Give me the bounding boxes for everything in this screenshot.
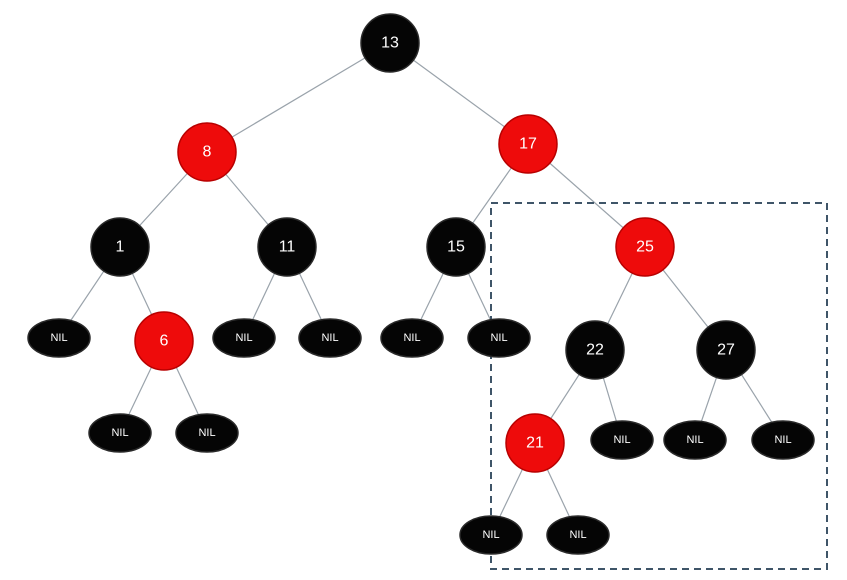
tree-edges — [58, 42, 784, 536]
tree-edge — [206, 42, 391, 153]
tree-node-22: 22 — [565, 320, 625, 380]
node-circle — [360, 13, 420, 73]
node-circle — [505, 413, 565, 473]
node-circle — [90, 217, 150, 277]
tree-node-25: 25 — [615, 217, 675, 277]
nil-leaf-node: NIL — [27, 318, 91, 358]
nil-leaf-node: NIL — [298, 318, 362, 358]
nil-node-shape — [380, 318, 444, 358]
node-value-label: 25 — [636, 239, 654, 256]
node-circle — [615, 217, 675, 277]
tree-node-8: 8 — [177, 122, 237, 182]
node-value-label: 22 — [586, 342, 604, 359]
nil-label: NIL — [198, 427, 215, 439]
tree-node-21: 21 — [505, 413, 565, 473]
nil-leaf-node: NIL — [175, 413, 239, 453]
tree-node-13: 13 — [360, 13, 420, 73]
nil-label: NIL — [111, 427, 128, 439]
tree-node-6: 6 — [134, 311, 194, 371]
nil-node-shape — [88, 413, 152, 453]
nil-label: NIL — [403, 332, 420, 344]
nil-node-shape — [27, 318, 91, 358]
nil-label: NIL — [235, 332, 252, 344]
nil-label: NIL — [613, 434, 630, 446]
nil-label: NIL — [569, 529, 586, 541]
nil-leaf-node: NIL — [751, 420, 815, 460]
node-value-label: 11 — [279, 239, 296, 256]
node-circle — [177, 122, 237, 182]
nil-label: NIL — [321, 332, 338, 344]
nil-label: NIL — [686, 434, 703, 446]
node-value-label: 1 — [116, 239, 125, 256]
nil-node-shape — [298, 318, 362, 358]
node-value-label: 13 — [381, 35, 399, 52]
nil-label: NIL — [482, 529, 499, 541]
nil-leaf-node: NIL — [380, 318, 444, 358]
nil-label: NIL — [50, 332, 67, 344]
nil-node-shape — [212, 318, 276, 358]
nil-label: NIL — [774, 434, 791, 446]
node-circle — [257, 217, 317, 277]
nil-node-shape — [459, 515, 523, 555]
tree-node-27: 27 — [696, 320, 756, 380]
node-circle — [696, 320, 756, 380]
node-circle — [565, 320, 625, 380]
nil-leaf-node: NIL — [212, 318, 276, 358]
tree-node-1: 1 — [90, 217, 150, 277]
nil-leaf-node: NIL — [467, 318, 531, 358]
node-value-label: 17 — [519, 136, 537, 153]
nil-leaf-node: NIL — [590, 420, 654, 460]
node-value-label: 15 — [447, 239, 465, 256]
nil-leaf-node: NIL — [546, 515, 610, 555]
nil-leaf-node: NIL — [459, 515, 523, 555]
tree-node-17: 17 — [498, 114, 558, 174]
nil-leaf-node: NIL — [88, 413, 152, 453]
nil-node-shape — [175, 413, 239, 453]
nil-node-shape — [546, 515, 610, 555]
nil-leaf-node: NIL — [663, 420, 727, 460]
tree-node-11: 11 — [257, 217, 317, 277]
highlighted-subtree-box — [490, 202, 828, 570]
nil-label: NIL — [490, 332, 507, 344]
node-circle — [426, 217, 486, 277]
node-value-label: 6 — [160, 333, 169, 350]
node-value-label: 8 — [203, 144, 212, 161]
node-value-label: 27 — [717, 342, 735, 359]
node-value-label: 21 — [526, 435, 544, 452]
nil-node-shape — [467, 318, 531, 358]
node-circle — [498, 114, 558, 174]
nil-node-shape — [663, 420, 727, 460]
tree-node-15: 15 — [426, 217, 486, 277]
nil-node-shape — [751, 420, 815, 460]
nil-node-shape — [590, 420, 654, 460]
node-circle — [134, 311, 194, 371]
